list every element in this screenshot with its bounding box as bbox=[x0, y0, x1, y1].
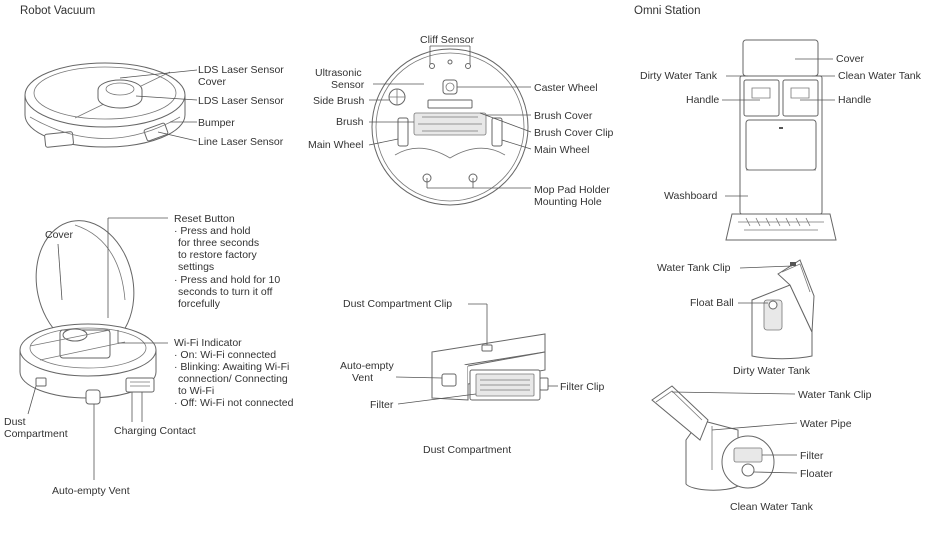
label-station-cover: Cover bbox=[836, 53, 865, 65]
label-auto-empty-vent: Auto-empty Vent bbox=[52, 485, 130, 497]
caption-dust-compartment: Dust Compartment bbox=[423, 444, 511, 456]
label-clean-water-tank: Clean Water Tank bbox=[838, 70, 922, 82]
label-brush-cover-clip: Brush Cover Clip bbox=[534, 127, 614, 139]
label-water-pipe: Water Pipe bbox=[800, 418, 852, 430]
reset-desc-line-5: · Press and hold for 10 bbox=[174, 274, 280, 286]
label-filter-clip: Filter Clip bbox=[560, 381, 604, 393]
dirty-water-tank-drawing bbox=[751, 259, 815, 360]
label-handle-left: Handle bbox=[686, 94, 719, 106]
label-cliff-sensor: Cliff Sensor bbox=[420, 34, 475, 46]
omni-station-drawing bbox=[725, 39, 837, 241]
label-lds-laser-sensor-cover-1: LDS Laser Sensor bbox=[198, 64, 284, 76]
label-line-laser-sensor: Line Laser Sensor bbox=[198, 136, 284, 148]
label-floater: Floater bbox=[800, 468, 833, 480]
omni-station-heading: Omni Station bbox=[634, 5, 700, 17]
label-auto-empty-vent-dust-2: Vent bbox=[352, 372, 373, 384]
caption-clean-water-tank: Clean Water Tank bbox=[730, 501, 814, 513]
label-ultrasonic-sensor-2: Sensor bbox=[331, 79, 365, 91]
label-caster-wheel: Caster Wheel bbox=[534, 82, 598, 94]
dust-compartment-drawing bbox=[431, 333, 549, 401]
reset-desc-line-7: forcefully bbox=[178, 298, 221, 310]
wifi-desc-line-4: to Wi-Fi bbox=[178, 385, 214, 397]
label-water-tank-clip-dirty: Water Tank Clip bbox=[657, 262, 731, 274]
label-dust-compartment-1: Dust bbox=[4, 416, 26, 428]
robot-bottom-view-drawing bbox=[371, 48, 529, 206]
label-float-ball: Float Ball bbox=[690, 297, 734, 309]
reset-desc-line-2: for three seconds bbox=[178, 237, 259, 249]
label-dirty-water-tank: Dirty Water Tank bbox=[640, 70, 718, 82]
label-wifi-indicator: Wi-Fi Indicator bbox=[174, 337, 242, 349]
label-lds-laser-sensor-cover-2: Cover bbox=[198, 76, 227, 88]
label-ultrasonic-sensor-1: Ultrasonic bbox=[315, 67, 362, 79]
label-bumper: Bumper bbox=[198, 117, 235, 129]
caption-dirty-water-tank: Dirty Water Tank bbox=[733, 365, 811, 377]
label-reset-button: Reset Button bbox=[174, 213, 235, 225]
label-filter-clean: Filter bbox=[800, 450, 824, 462]
reset-desc-line-3: to restore factory bbox=[178, 249, 258, 261]
label-mop-pad-holder-1: Mop Pad Holder bbox=[534, 184, 610, 196]
label-charging-contact: Charging Contact bbox=[114, 425, 196, 437]
label-brush-cover: Brush Cover bbox=[534, 110, 593, 122]
label-auto-empty-vent-dust-1: Auto-empty bbox=[340, 360, 394, 372]
label-dust-compartment-2: Compartment bbox=[4, 428, 68, 440]
robot-vacuum-heading: Robot Vacuum bbox=[20, 5, 95, 17]
clean-water-tank-drawing bbox=[651, 385, 775, 491]
robot-top-view-drawing bbox=[24, 62, 186, 148]
reset-desc-line-4: settings bbox=[178, 261, 214, 273]
wifi-desc-line-1: · On: Wi-Fi connected bbox=[174, 349, 276, 361]
label-brush: Brush bbox=[336, 116, 364, 128]
label-dust-compartment-clip: Dust Compartment Clip bbox=[343, 298, 452, 310]
label-handle-right: Handle bbox=[838, 94, 871, 106]
label-main-wheel-left: Main Wheel bbox=[308, 139, 363, 151]
reset-desc-line-6: seconds to turn it off bbox=[178, 286, 272, 298]
reset-desc-line-1: · Press and hold bbox=[174, 225, 251, 237]
label-water-tank-clip-clean: Water Tank Clip bbox=[798, 389, 872, 401]
label-lds-laser-sensor: LDS Laser Sensor bbox=[198, 95, 284, 107]
wifi-desc-line-2: · Blinking: Awaiting Wi-Fi bbox=[174, 361, 289, 373]
label-mop-pad-holder-2: Mounting Hole bbox=[534, 196, 602, 208]
label-washboard: Washboard bbox=[664, 190, 717, 202]
wifi-desc-line-5: · Off: Wi-Fi not connected bbox=[174, 397, 294, 409]
label-main-wheel-right: Main Wheel bbox=[534, 144, 589, 156]
wifi-desc-line-3: connection/ Connecting bbox=[178, 373, 288, 385]
label-cover: Cover bbox=[45, 229, 74, 241]
robot-open-view-drawing bbox=[19, 220, 157, 405]
label-side-brush: Side Brush bbox=[313, 95, 365, 107]
label-filter-dust: Filter bbox=[370, 399, 394, 411]
